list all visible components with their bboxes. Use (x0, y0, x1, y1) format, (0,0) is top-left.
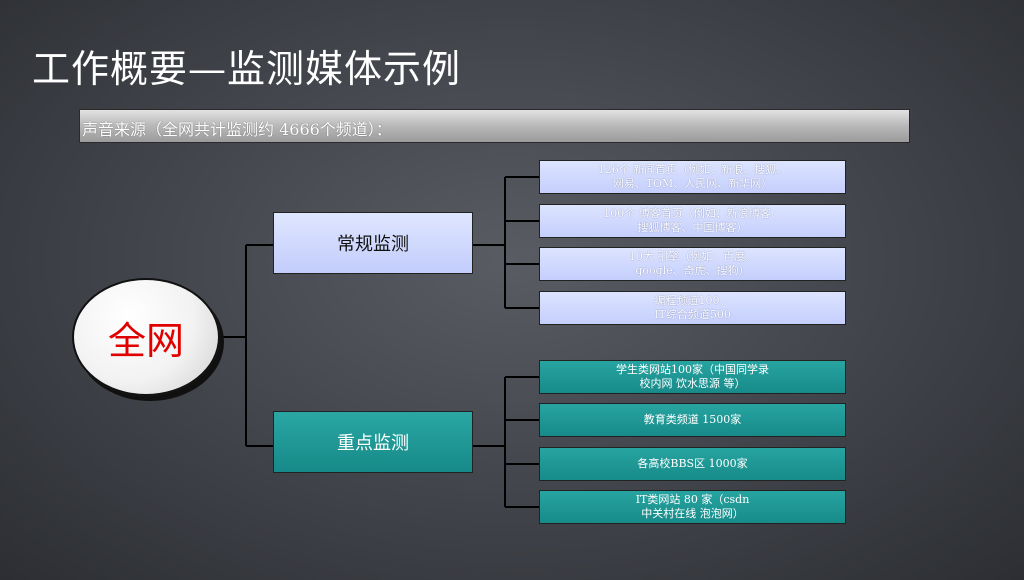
leaf-search-engines: 10大 引擎（例如：百度、google、奇虎、搜狗） (539, 247, 846, 281)
leaf-line: 中关村在线 泡泡网） (641, 507, 744, 520)
leaf-line: 100个 博客首页（例如：新浪博客、 (603, 207, 782, 220)
leaf-education-channels: 教育类频道 1500家 (539, 403, 846, 437)
subtitle-bar: 声音来源（全网共计监测约 4666个频道）： (79, 109, 910, 143)
leaf-line: 10大 引擎（例如：百度、 (628, 250, 757, 263)
leaf-line: 126个 新闻首页（例如：新浪、搜狐、 (597, 163, 788, 176)
leaf-line: 校内网 饮水思源 等） (639, 377, 746, 390)
leaf-line: google、奇虎、搜狗） (635, 264, 750, 277)
leaf-university-bbs: 各高校BBS区 1000家 (539, 447, 846, 481)
connector-root (220, 244, 273, 447)
leaf-line: 编程频道100、 (654, 294, 731, 307)
leaf-line: 各高校BBS区 1000家 (637, 457, 748, 470)
leaf-line: 网易、TOM、人民网、新华网） (612, 177, 773, 190)
leaf-line: IT综合频道500 (654, 308, 731, 321)
leaf-blog-homepages: 100个 博客首页（例如：新浪博客、搜狐博客、中国博客） (539, 204, 846, 238)
leaf-line: 搜狐博客、中国博客） (637, 221, 748, 234)
connector-branch-2 (473, 376, 539, 508)
subtitle-text: 声音来源（全网共计监测约 4666个频道）： (82, 120, 392, 139)
branch-regular-monitoring: 常规监测 (273, 212, 473, 274)
root-node: 全网 (72, 278, 220, 396)
leaf-student-sites: 学生类网站100家（中国同学录校内网 饮水思源 等） (539, 360, 846, 394)
branch-key-monitoring: 重点监测 (273, 411, 473, 473)
connector-branch-1 (473, 176, 539, 309)
slide-title: 工作概要—监测媒体示例 (32, 47, 462, 91)
leaf-line: 教育类频道 1500家 (643, 413, 742, 426)
leaf-news-homepages: 126个 新闻首页（例如：新浪、搜狐、网易、TOM、人民网、新华网） (539, 160, 846, 194)
leaf-line: IT类网站 80 家（csdn (635, 493, 750, 506)
root-label: 全网 (107, 318, 184, 363)
leaf-programming-channels: 编程频道100、IT综合频道500 (539, 291, 846, 325)
leaf-line: 学生类网站100家（中国同学录 (616, 363, 769, 376)
